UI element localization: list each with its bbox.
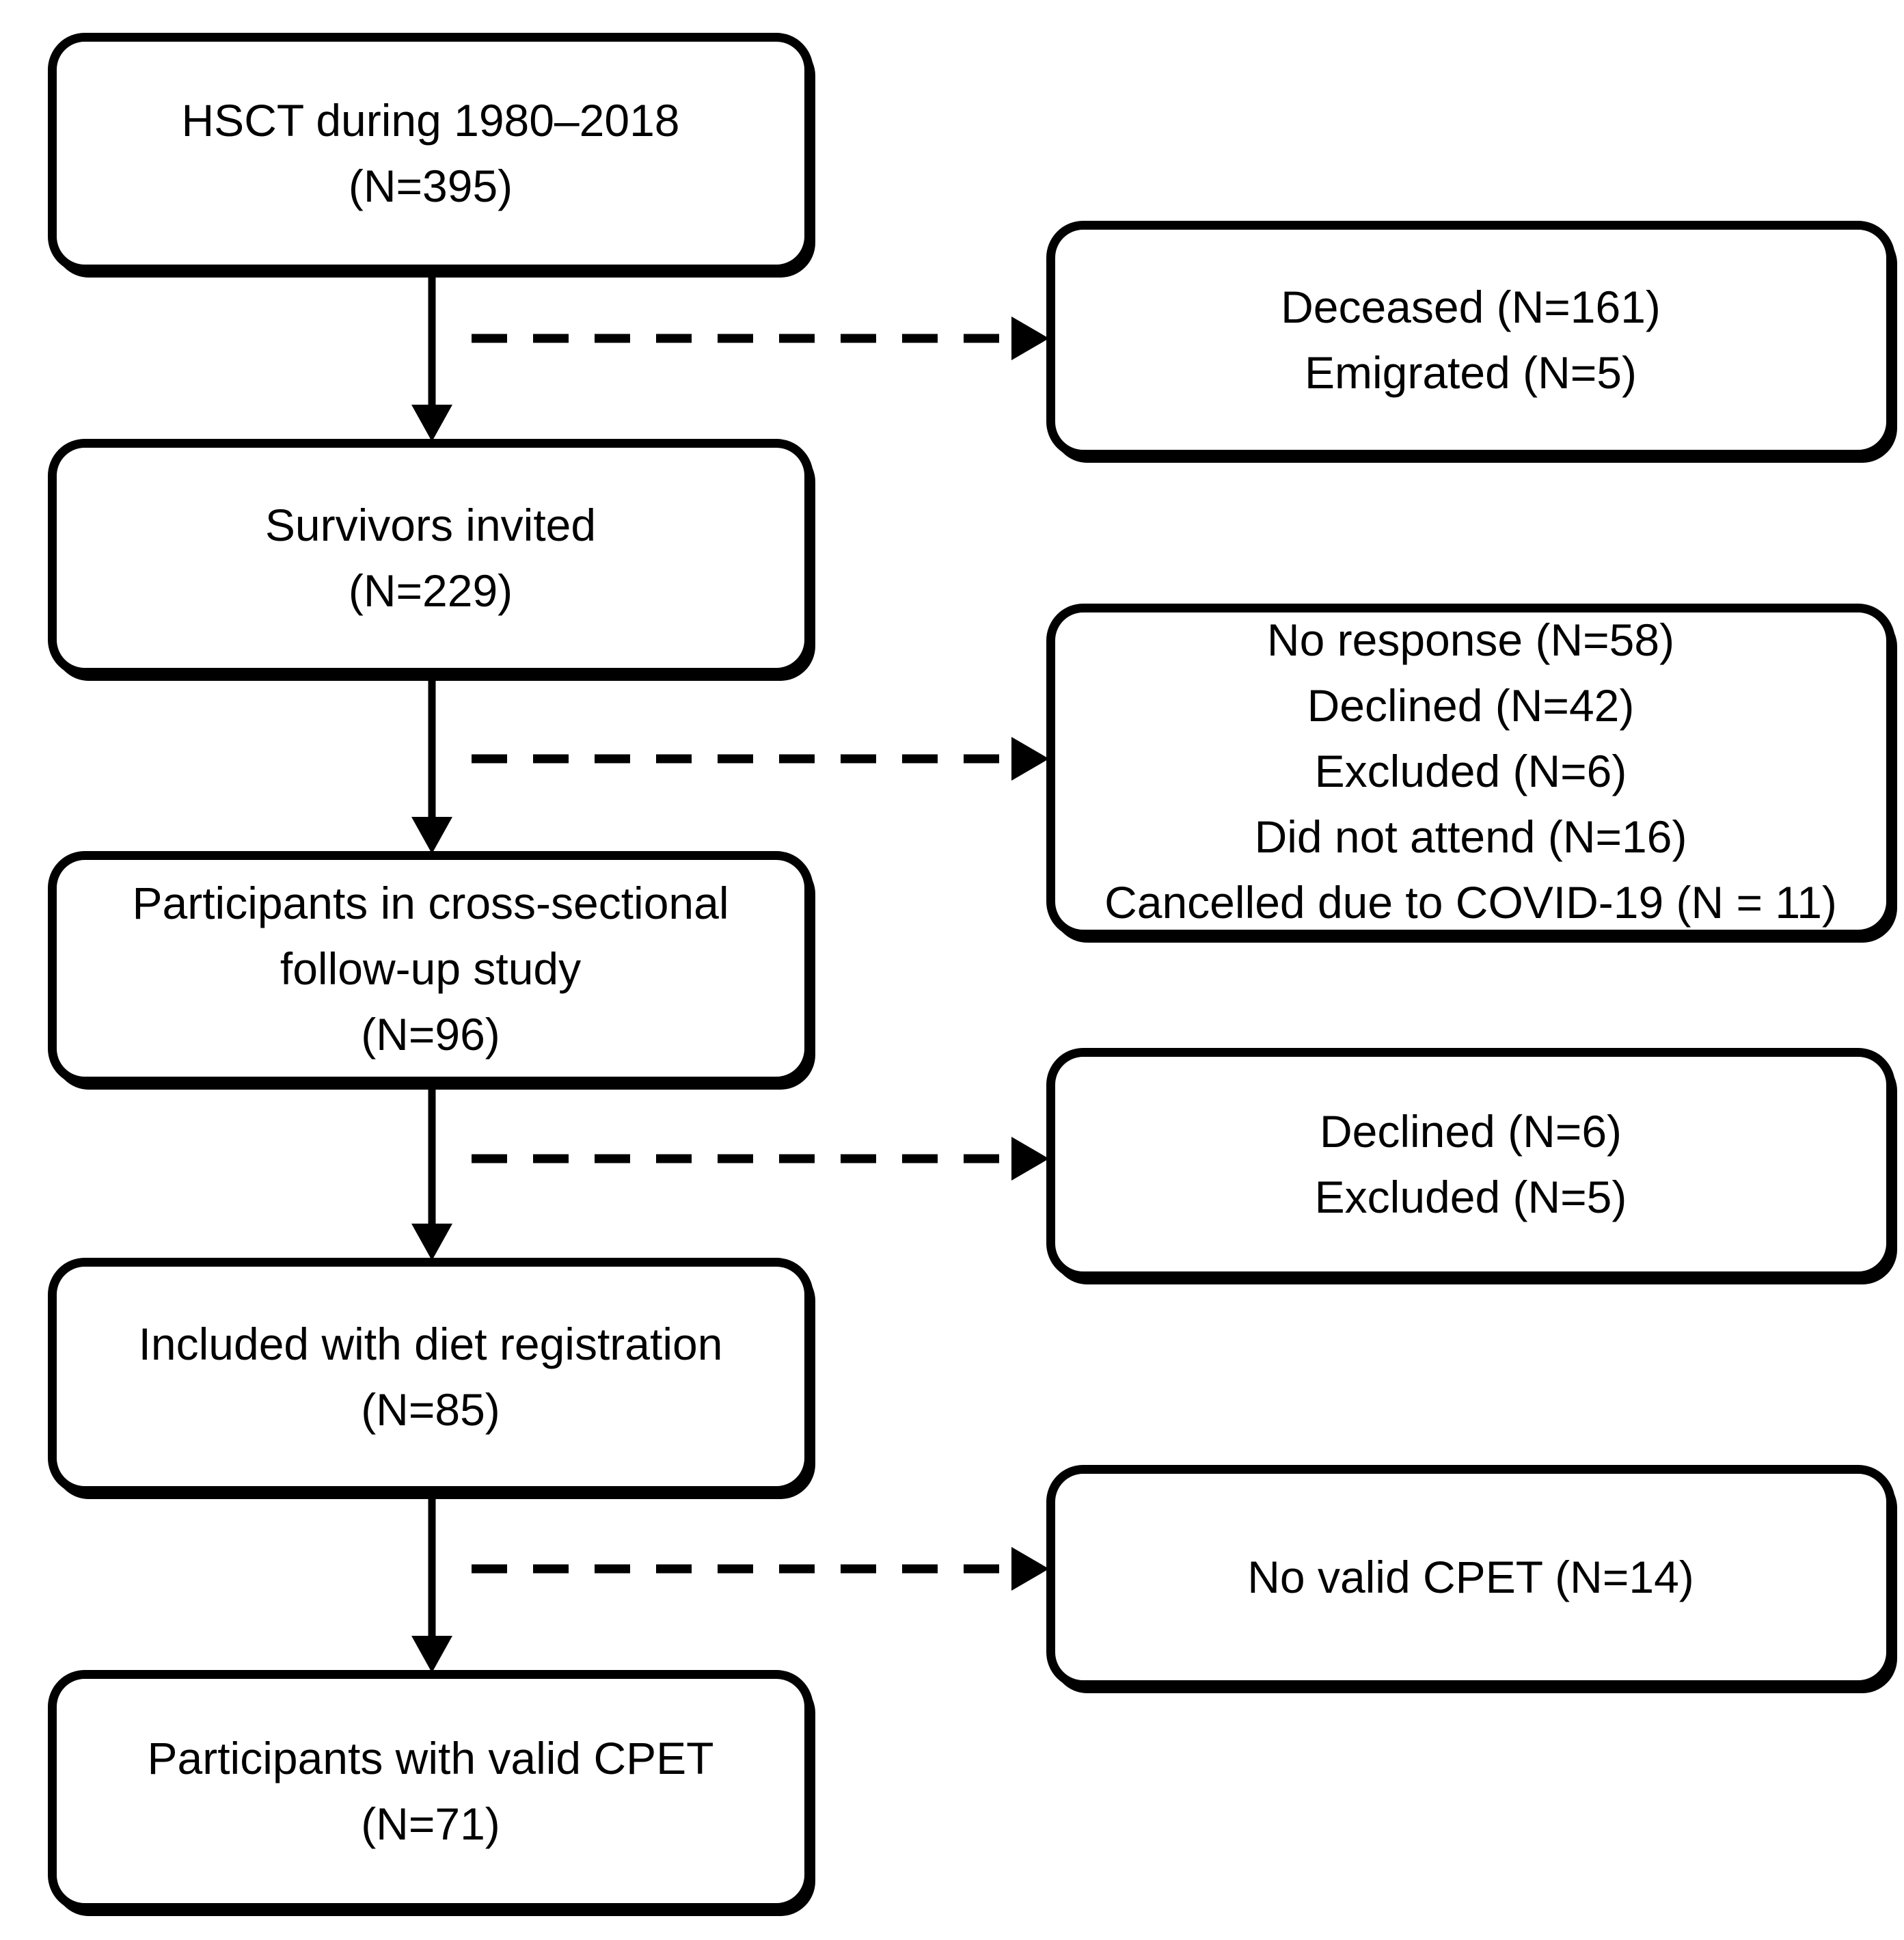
box-text-line: No response (N=58) <box>1266 615 1675 665</box>
arrowhead-right-icon <box>1011 737 1049 781</box>
box-text-line: follow-up study <box>280 943 582 994</box>
box-text-line: (N=229) <box>348 565 513 616</box>
box-text-line: Excluded (N=5) <box>1314 1172 1627 1222</box>
arrowhead-right-icon <box>1011 316 1049 360</box>
arrowhead-down-icon <box>411 1636 452 1673</box>
flow-arrow-3 <box>411 1084 452 1261</box>
exclusion-box-invitation-dropout: No response (N=58) Declined (N=42) Exclu… <box>1046 604 1895 939</box>
flow-box-valid-cpet: Participants with valid CPET (N=71) <box>48 1670 813 1912</box>
box-text-line: Deceased (N=161) <box>1281 282 1661 332</box>
box-text-line: No valid CPET (N=14) <box>1247 1552 1694 1602</box>
box-text-line: Survivors invited <box>264 500 597 550</box>
box-text-line: (N=96) <box>361 1008 500 1060</box>
exclusion-arrow-1 <box>472 316 1049 360</box>
box-text-line: (N=71) <box>361 1798 500 1849</box>
box-text-line: Did not attend (N=16) <box>1254 811 1687 862</box>
box-text-line: Declined (N=42) <box>1307 680 1635 731</box>
exclusion-box-no-valid-cpet: No valid CPET (N=14) <box>1046 1465 1895 1689</box>
flow-arrow-2 <box>411 675 452 854</box>
flow-arrow-1 <box>411 272 452 442</box>
box-text-line: Participants in cross-sectional <box>132 877 729 928</box>
flow-box-cross-sectional-study: Participants in cross-sectional follow-u… <box>48 851 813 1086</box>
arrowhead-right-icon <box>1011 1547 1049 1591</box>
exclusion-arrow-3 <box>472 1137 1049 1181</box>
arrowhead-down-icon <box>411 817 452 854</box>
box-text-line: Participants with valid CPET <box>147 1733 714 1783</box>
box-text-line: Emigrated (N=5) <box>1304 347 1637 398</box>
flow-arrow-4 <box>411 1494 452 1673</box>
flow-box-diet-registration: Included with diet registration (N=85) <box>48 1258 813 1495</box>
exclusion-arrow-2 <box>472 737 1049 781</box>
arrowhead-right-icon <box>1011 1137 1049 1181</box>
flow-box-hsct: HSCT during 1980–2018 (N=395) <box>48 33 813 273</box>
box-text-line: HSCT during 1980–2018 <box>181 95 680 146</box>
box-text-line: Cancelled due to COVID-19 (N = 11) <box>1104 877 1837 928</box>
exclusion-arrow-4 <box>472 1547 1049 1591</box>
arrowhead-down-icon <box>411 1224 452 1261</box>
box-text-line: Included with diet registration <box>138 1318 723 1369</box>
arrowhead-down-icon <box>411 405 452 442</box>
box-text-line: (N=85) <box>361 1384 500 1435</box>
flow-box-survivors-invited: Survivors invited (N=229) <box>48 439 813 677</box>
exclusion-box-deceased-emigrated: Deceased (N=161) Emigrated (N=5) <box>1046 221 1895 459</box>
box-text-line: Declined (N=6) <box>1319 1106 1622 1157</box>
exclusion-box-declined-excluded: Declined (N=6) Excluded (N=5) <box>1046 1048 1895 1280</box>
box-text-line: (N=395) <box>348 161 513 211</box>
box-text-line: Excluded (N=6) <box>1314 746 1627 796</box>
